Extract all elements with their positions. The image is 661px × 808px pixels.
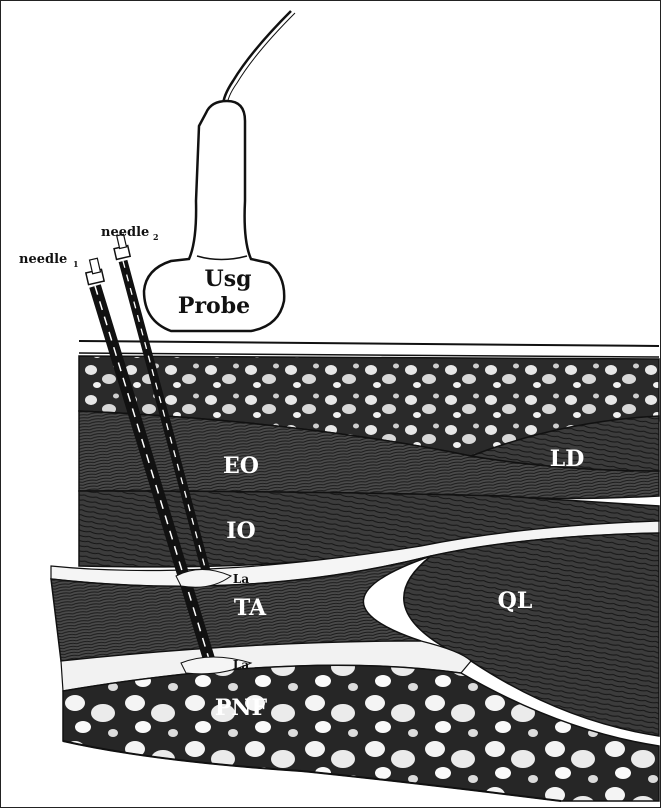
la-upper-label: La xyxy=(233,572,249,586)
ld-label: LD xyxy=(550,446,585,472)
needle-2-subscript: 2 xyxy=(153,232,159,242)
needle-2-label: needle xyxy=(101,225,149,240)
probe-label-line1: Usg xyxy=(205,266,252,292)
la-lower-label: La xyxy=(233,658,249,672)
ql-label: QL xyxy=(498,588,533,614)
probe-label-line2: Probe xyxy=(178,293,250,319)
io-label: IO xyxy=(226,518,255,544)
probe-cable xyxy=(223,11,291,106)
ta-label: TA xyxy=(234,595,267,621)
skin-line xyxy=(79,341,659,346)
needle-1-label: needle xyxy=(19,252,67,267)
needle-1-subscript: 1 xyxy=(73,259,79,269)
eo-label: EO xyxy=(223,453,259,479)
pnf-label: PNF xyxy=(215,695,268,721)
